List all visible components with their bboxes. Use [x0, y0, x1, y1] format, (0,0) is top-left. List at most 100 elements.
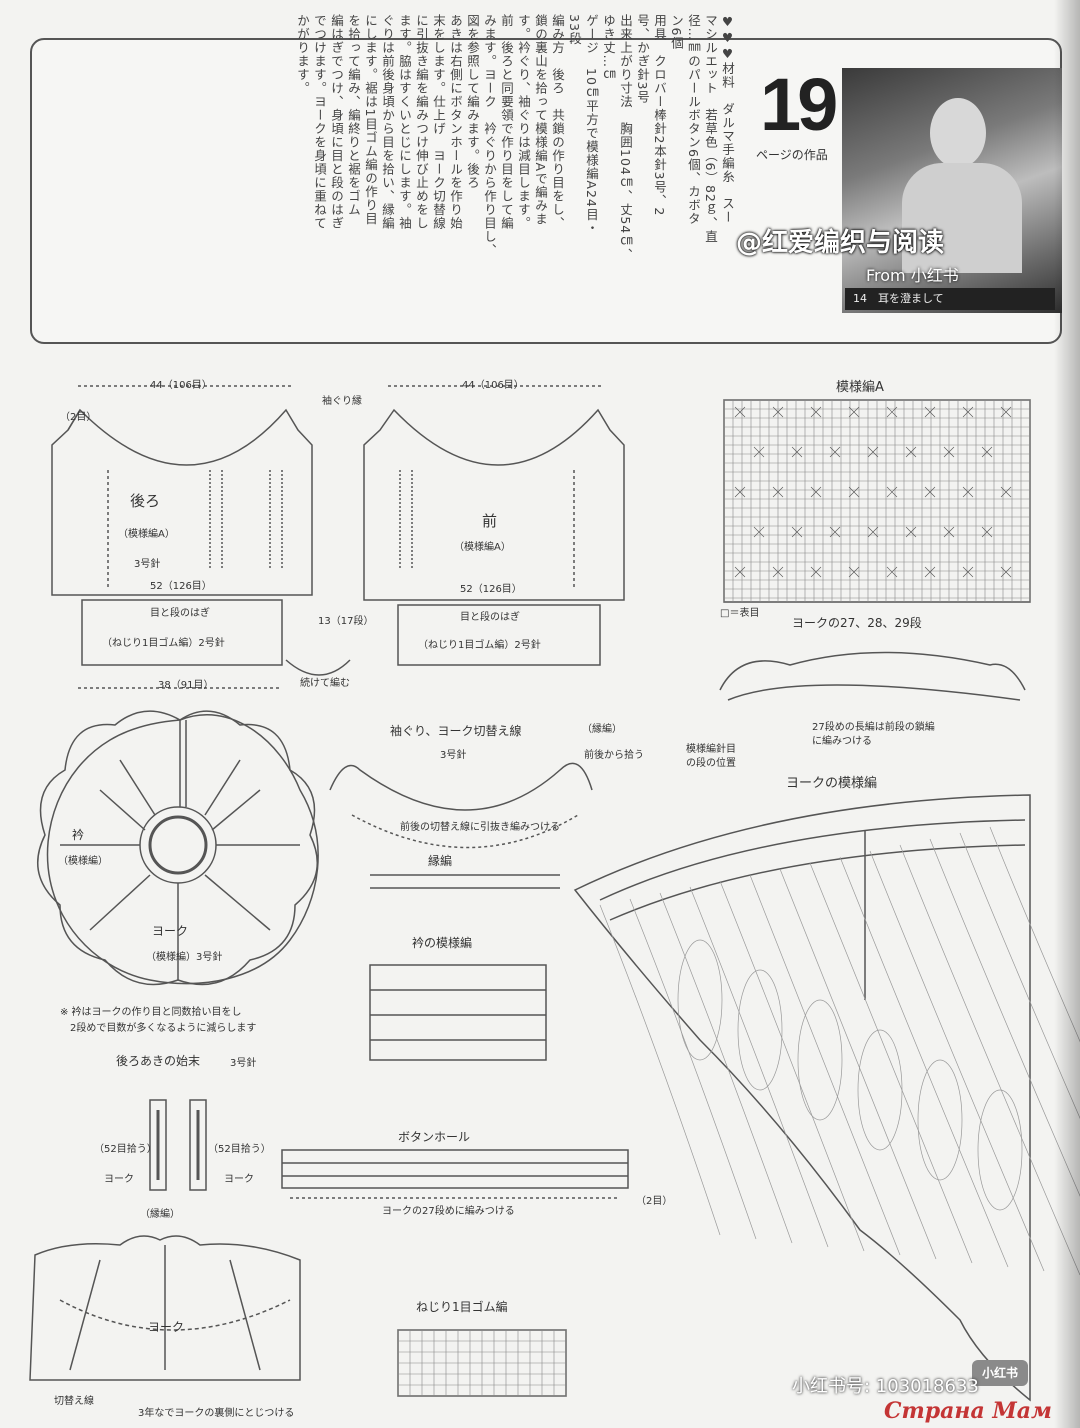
armhole-side-note: 前後から拾う: [584, 750, 644, 761]
grid-cross: [791, 446, 803, 458]
instruction-line: 径…㎜のパールボタン6個、カボタ: [686, 14, 701, 226]
instruction-line: 出来上がり寸法 胸囲104㎝、丈54㎝、: [618, 14, 633, 262]
back-bottom-width: 38（91目）: [158, 680, 214, 691]
page-edge-shadow: [1054, 0, 1080, 1428]
yoke-rows-left-note-2: の段の位置: [686, 758, 736, 769]
grid-cross: [943, 446, 955, 458]
grid-cross: [772, 566, 784, 578]
photo-caption: 14 耳を澄まして: [845, 288, 1055, 310]
yoke-note-2: 2段めで目数が多くなるように減らします: [70, 1023, 257, 1034]
grid-cross: [1000, 566, 1012, 578]
instruction-line: でつけます。ヨークを身頃に重ねて: [312, 14, 327, 230]
grid-cross: [829, 526, 841, 538]
back-opening-title: 後ろあきの始末: [116, 1054, 201, 1068]
grid-cross: [981, 446, 993, 458]
back-ribbing: （ねじり1目ゴム編）2号針: [102, 638, 225, 649]
armhole-edging: （縁編）: [582, 724, 622, 735]
grid-cross: [924, 406, 936, 418]
fan-stitch-line: [989, 826, 1080, 1043]
armhole-needle: 3号針: [440, 750, 467, 761]
back-pattern: （模様編A）: [118, 529, 175, 540]
back-opening-edging: （縁編）: [140, 1209, 180, 1220]
grid-cross: [810, 486, 822, 498]
fan-stitch-line: [959, 832, 1080, 1120]
instructions-text: ♥♥♥材料 ダルマ手編糸 スー マシルエット 若草色（6）82ｇ、直 径…㎜のパ…: [46, 14, 736, 284]
back-width: 52（126目）: [150, 581, 212, 592]
instruction-line: ン6個: [669, 14, 684, 50]
page-label: ページの作品: [756, 148, 828, 162]
instruction-line: ゆき丈…㎝: [601, 14, 616, 82]
yoke-rows-note-1: 27段めの長編は前段の鎖編: [812, 722, 935, 733]
fan-stitch-line: [659, 892, 793, 1244]
grid-cross: [810, 406, 822, 418]
instruction-line: 編はぎでつけ、身頃に目と段のはぎ: [329, 14, 344, 230]
pineapple-motif: [977, 1089, 1023, 1211]
grid-cross: [924, 566, 936, 578]
back-seam: 目と段のはぎ: [150, 608, 210, 619]
instruction-line: ます。脇はすくいとじにします。袖: [397, 14, 412, 230]
front-label: 前: [482, 512, 498, 530]
yoke-fan-outline: [573, 794, 1031, 1402]
pineapple-motif: [857, 1029, 903, 1151]
watermark-top: @红爱编织与阅读: [736, 228, 945, 258]
photo-face: [930, 98, 986, 168]
grid-cross: [734, 486, 746, 498]
yoke-pattern: （模様編）3号針: [146, 952, 223, 963]
edging-title: 縁編: [428, 854, 453, 868]
watermark-from: From 小红书: [866, 266, 959, 285]
fan-stitch-line: [899, 844, 1080, 1276]
grid-cross: [848, 406, 860, 418]
instruction-line: を拾って編み、編終りと裾をゴム: [346, 14, 361, 217]
yoke-rows-note-2: に編みつける: [812, 736, 872, 747]
collar-pattern-title: 衿の模様編: [412, 936, 473, 950]
back-piece-outline: [51, 408, 313, 596]
fan-stitch-line: [749, 874, 901, 1256]
front-pattern: （模様編A）: [454, 542, 511, 553]
fan-stitch-line: [839, 856, 1009, 1268]
fan-stitch-line: [779, 868, 937, 1260]
yoke-label: ヨーク: [152, 924, 189, 938]
grid-cross: [1000, 406, 1012, 418]
fan-stitch-line: [599, 904, 721, 1236]
grid-cross: [886, 566, 898, 578]
grid-cross: [943, 526, 955, 538]
fan-stitch-line: [809, 862, 973, 1264]
grid-cross: [753, 446, 765, 458]
back-width-top: 44（106目）: [150, 380, 212, 391]
grid-cross: [772, 486, 784, 498]
buttonhole-title: ボタンホール: [398, 1130, 471, 1144]
back-needle: 3号針: [134, 559, 161, 570]
yoke-flower-outline: [46, 714, 319, 985]
instruction-line: ぐりは前後身頃から目を拾い、縁編: [380, 14, 395, 230]
yoke-fan-texture: [599, 826, 1080, 1276]
instruction-line: 図を参照して編みます。後ろ: [465, 14, 480, 190]
grid-cross: [848, 566, 860, 578]
grid-cross: [924, 486, 936, 498]
buttonhole-note: ヨークの27段めに編みつける: [382, 1206, 515, 1217]
grid-cross: [962, 486, 974, 498]
back-armhole: （2目）: [60, 412, 97, 423]
instruction-line: 33段: [567, 14, 582, 46]
fan-stitch-line: [869, 850, 1045, 1272]
grid-cross: [867, 526, 879, 538]
grid-cross: [829, 446, 841, 458]
grid-cross: [905, 446, 917, 458]
back-opening-needle: 3号針: [230, 1058, 257, 1069]
front-rib-outline: [397, 604, 601, 666]
yoke-rows-left-note-1: 模様編針目: [686, 744, 736, 755]
grid-cross: [810, 566, 822, 578]
back-opening-yoke-right: ヨーク: [224, 1174, 254, 1185]
fan-stitch-line: [629, 898, 757, 1240]
fan-stitch-line: [929, 838, 1080, 1197]
back-opening-yoke-left: ヨーク: [104, 1174, 134, 1185]
grid-cross: [734, 566, 746, 578]
instruction-line: みます。ヨーク 衿ぐりから作り目し、: [482, 14, 497, 257]
bottom-yoke-label: ヨーク: [148, 1320, 185, 1334]
photo-body: [902, 163, 1022, 273]
instruction-line: かがります。: [295, 14, 310, 95]
model-photo: [842, 68, 1062, 313]
armhole-note: 前後の切替え線に引抜き編みつける: [400, 822, 560, 833]
grid-cross: [772, 406, 784, 418]
instruction-line: 編み方 後ろ 共鎖の作り目をし、: [550, 14, 565, 230]
